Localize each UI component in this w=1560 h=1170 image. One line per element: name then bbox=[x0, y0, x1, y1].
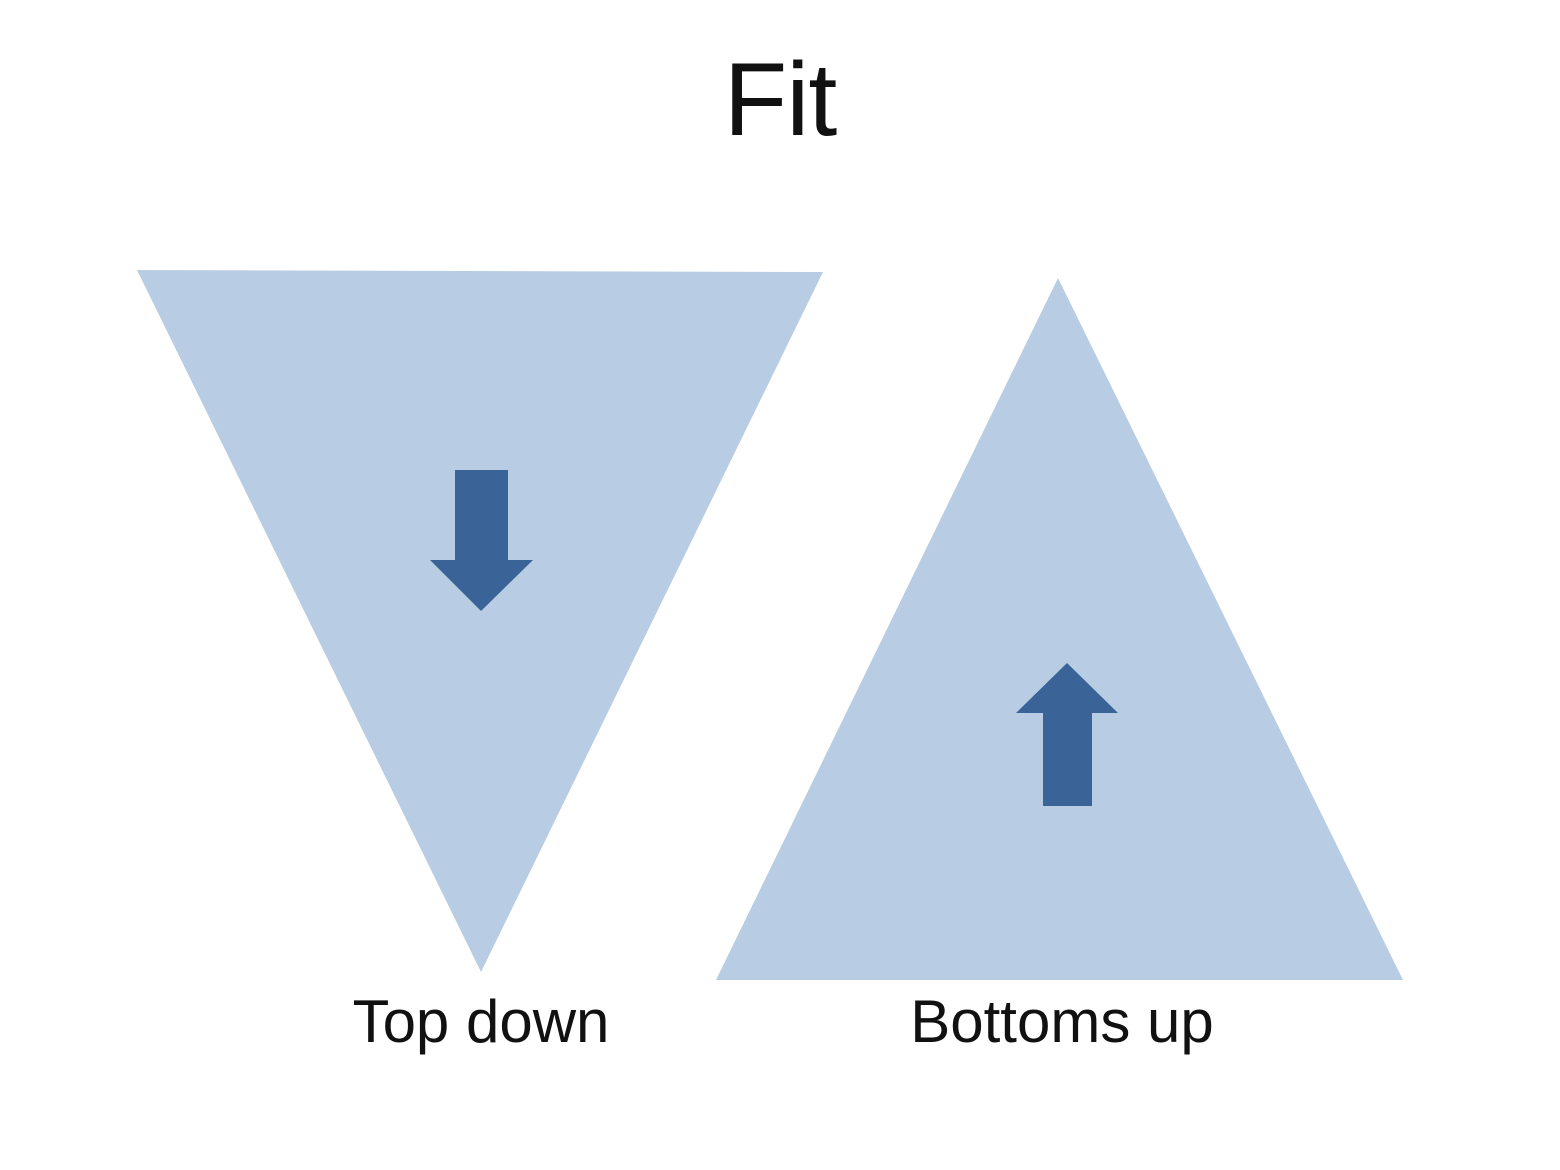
inverted-triangle[interactable] bbox=[137, 270, 823, 972]
caption-top-down: Top down bbox=[352, 988, 610, 1055]
page-title: Fit bbox=[723, 42, 838, 158]
up-arrow-icon[interactable] bbox=[1016, 663, 1118, 806]
down-arrow-icon[interactable] bbox=[430, 470, 533, 611]
caption-bottoms-up: Bottoms up bbox=[910, 988, 1214, 1055]
triangle[interactable] bbox=[716, 278, 1403, 980]
